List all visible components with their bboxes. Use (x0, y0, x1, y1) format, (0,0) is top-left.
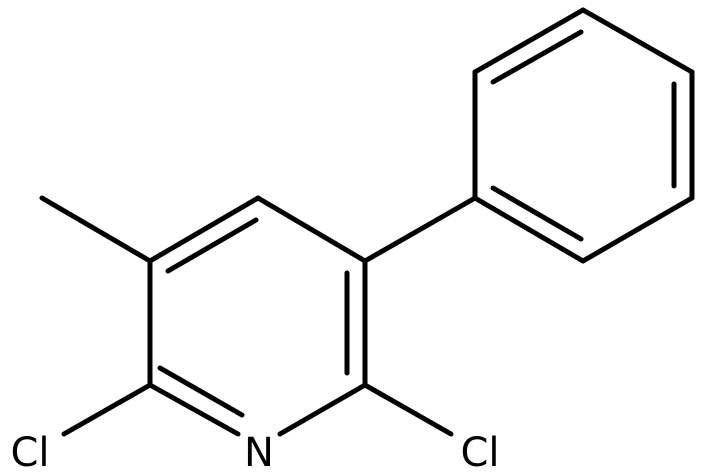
bond-ph6-ph1-inner (490, 185, 584, 242)
atom-label-cl-left: Cl (10, 430, 49, 474)
bond-c3-c4 (147, 195, 261, 264)
bond-ph2-ph3-inner (490, 29, 584, 85)
bond-c5-phenyl (362, 195, 478, 264)
bond-c2-n1-inner (157, 365, 245, 418)
atom-label-cl-right: Cl (460, 430, 499, 474)
bond-c4-c5 (255, 195, 368, 264)
bond-ph3-ph4 (580, 7, 695, 75)
bond-c2-n1 (147, 382, 241, 437)
bond-ph5-ph6 (580, 195, 695, 264)
bond-c6-n1 (277, 382, 368, 437)
bond-c2-cl (61, 382, 153, 437)
bond-ph2-ph3 (472, 7, 586, 75)
bond-c6-cl (362, 382, 454, 437)
atom-label-n: N (244, 430, 274, 474)
bond-c3-c4-inner (165, 217, 259, 274)
bond-ph6-ph1 (472, 195, 586, 264)
bond-c3-methyl (39, 195, 153, 264)
